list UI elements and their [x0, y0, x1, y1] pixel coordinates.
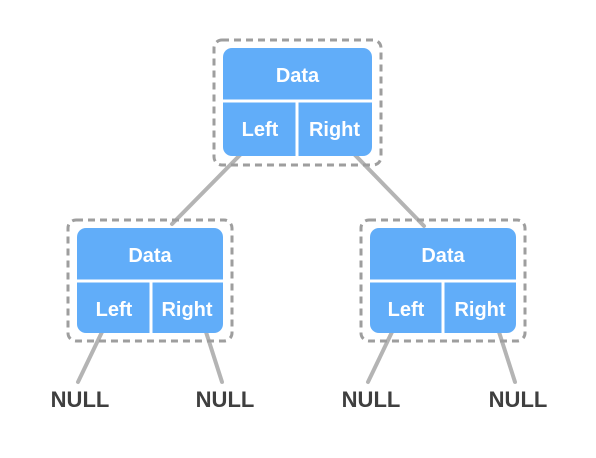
null-label: NULL: [489, 387, 548, 412]
node-left-label: Left: [242, 119, 279, 141]
null-labels: NULL NULL NULL NULL: [51, 387, 548, 412]
edge-right-child-to-null-3: [366, 330, 394, 384]
node-right-label: Right: [454, 299, 505, 321]
null-label: NULL: [342, 387, 401, 412]
node-right-label: Right: [309, 119, 360, 141]
node-data-label: Data: [421, 245, 465, 267]
edge-root-to-left-child: [170, 153, 242, 226]
edge-root-to-right-child: [353, 153, 426, 228]
tree-node-root: Data Left Right: [212, 38, 383, 167]
node-left-label: Left: [96, 299, 133, 321]
node-left-label: Left: [388, 299, 425, 321]
tree-node-right-child: Data Left Right: [359, 218, 527, 343]
node-data-label: Data: [276, 65, 320, 87]
node-data-label: Data: [128, 245, 172, 267]
tree-node-left-child: Data Left Right: [66, 218, 234, 343]
node-dashed-border: [359, 218, 527, 343]
null-label: NULL: [51, 387, 110, 412]
edge-left-child-to-null-1: [76, 330, 104, 384]
null-label: NULL: [196, 387, 255, 412]
node-right-label: Right: [161, 299, 212, 321]
node-dashed-border: [212, 38, 383, 167]
node-dashed-border: [66, 218, 234, 343]
